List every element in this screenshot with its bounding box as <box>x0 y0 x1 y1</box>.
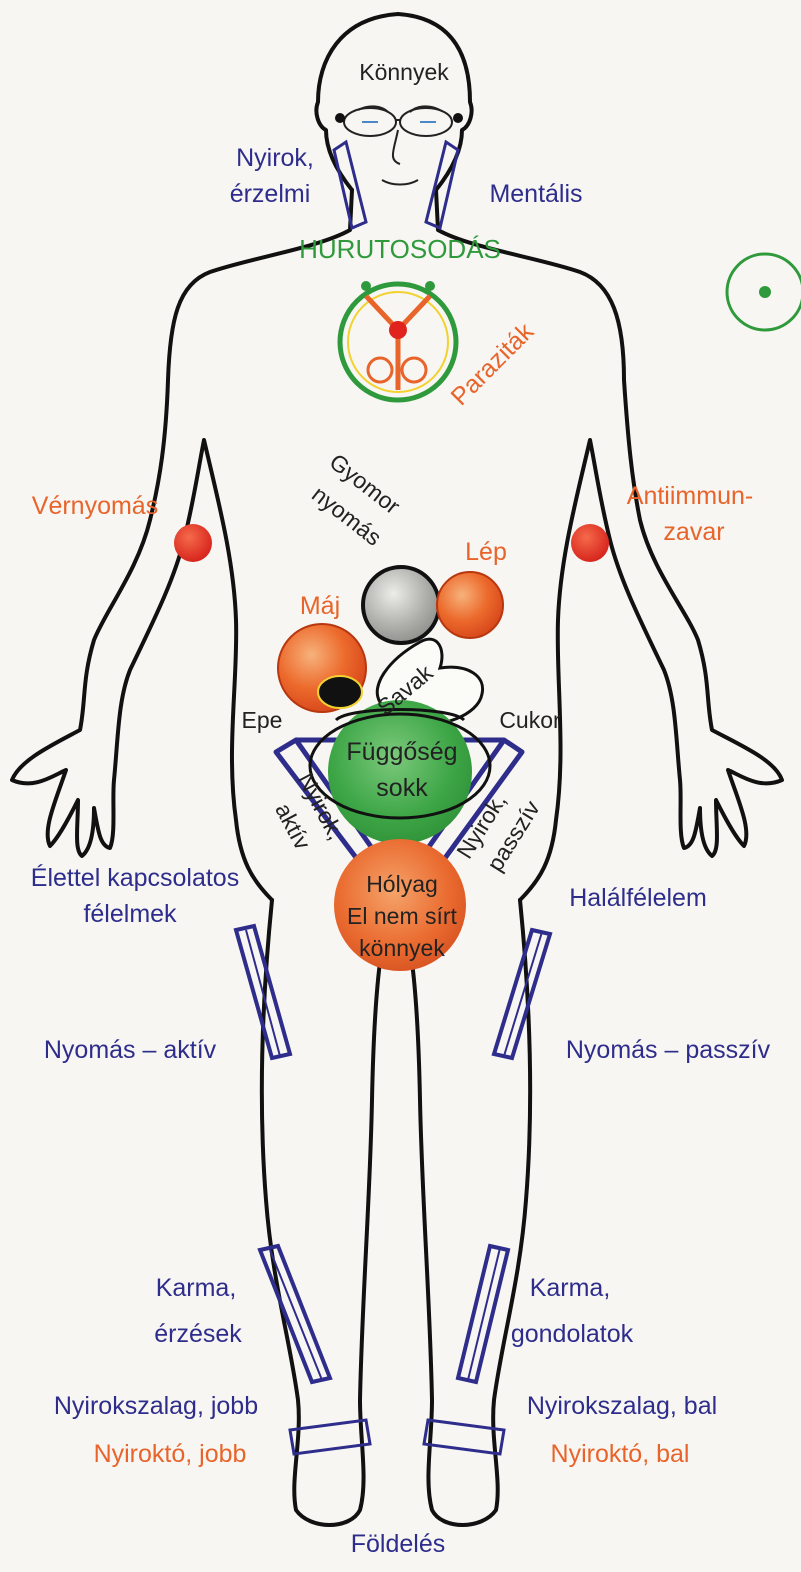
label-life-fears-2: félelmek <box>83 900 177 928</box>
target-symbol <box>727 254 801 330</box>
label-bladder-1: Hólyag <box>366 871 438 897</box>
label-liver: Máj <box>300 592 340 620</box>
glasses-dot-left <box>335 113 345 123</box>
label-pressure-passive: Nyomás – passzív <box>566 1036 771 1064</box>
label-addiction-1: Függőség <box>346 738 457 766</box>
leg-left-outline <box>262 900 392 1525</box>
label-karma-feelings-1: Karma, <box>156 1274 237 1302</box>
label-bladder-2: El nem sírt <box>347 903 458 929</box>
label-lymph-lake-left: Nyiroktó, bal <box>551 1440 690 1468</box>
ankle-bands <box>290 1420 504 1454</box>
ankle-band-left <box>290 1420 370 1454</box>
label-spleen: Lép <box>465 538 507 566</box>
label-karma-thoughts-2: gondolatok <box>511 1320 634 1348</box>
label-sugar: Cukor <box>499 707 561 733</box>
liver-organ <box>278 624 366 712</box>
throat-symbol <box>340 281 456 400</box>
label-lymph-band-right: Nyirokszalag, jobb <box>54 1392 258 1420</box>
label-fear-of-death: Halálfélelem <box>569 884 707 912</box>
label-karma-feelings-2: érzések <box>154 1320 242 1348</box>
label-catarrh: HURUTOSODÁS <box>299 234 501 264</box>
label-lymph-lake-right: Nyiroktó, jobb <box>94 1440 247 1468</box>
glasses-dot-right <box>453 113 463 123</box>
label-mental: Mentális <box>489 180 582 208</box>
stomach-organ <box>363 567 439 643</box>
label-life-fears-1: Élettel kapcsolatos <box>31 863 239 892</box>
label-lymph-emotional-2: érzelmi <box>230 180 311 208</box>
label-bile: Epe <box>242 707 283 733</box>
shin-bands <box>260 1246 508 1382</box>
label-bladder-3: könnyek <box>359 935 445 961</box>
label-parasites: Paraziták <box>446 317 540 411</box>
label-antiimmune-2: zavar <box>663 518 724 546</box>
label-karma-thoughts-1: Karma, <box>530 1274 611 1302</box>
label-pressure-active: Nyomás – aktív <box>44 1036 217 1064</box>
head-outline <box>316 14 471 190</box>
face <box>344 106 452 184</box>
label-antiimmune-1: Antiimmun- <box>627 482 753 510</box>
label-tears: Könnyek <box>359 59 449 85</box>
label-grounding: Földelés <box>351 1530 446 1558</box>
blood-pressure-dot <box>174 524 212 562</box>
spleen-organ <box>437 572 503 638</box>
label-blood-pressure: Vérnyomás <box>32 492 158 520</box>
antiimmune-dot <box>571 524 609 562</box>
label-lymph-band-left: Nyirokszalag, bal <box>527 1392 717 1420</box>
label-addiction-2: sokk <box>376 774 428 802</box>
label-lymph-emotional-1: Nyirok, <box>236 144 314 172</box>
